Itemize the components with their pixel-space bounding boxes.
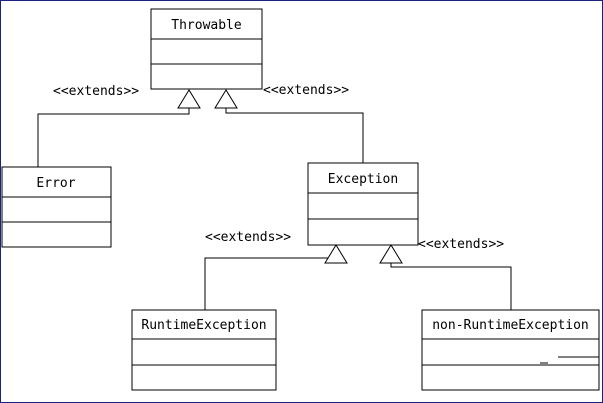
class-box	[421, 309, 600, 391]
inheritance-arrow-icon	[177, 89, 201, 109]
connector-error-throwable	[37, 108, 190, 167]
class-name: Throwable	[171, 18, 242, 33]
inheritance-arrow-icon	[214, 89, 238, 109]
connectors	[37, 108, 512, 310]
class-name: non-RuntimeException	[432, 318, 589, 333]
inheritance-arrow-icon	[324, 244, 348, 264]
class-box	[1, 166, 112, 248]
relation-label-error: <<extends>>	[53, 84, 139, 99]
class-box	[150, 8, 263, 90]
class-name: Error	[36, 176, 75, 191]
class-non-runtime-exception: non-RuntimeException	[421, 309, 600, 391]
relation-label-nonruntime: <<extends>>	[418, 237, 504, 252]
class-name: RuntimeException	[141, 318, 266, 333]
class-box	[307, 162, 419, 246]
relation-label-runtime: <<extends>>	[205, 230, 291, 245]
class-throwable: Throwable	[150, 8, 263, 90]
class-error: Error	[1, 166, 112, 248]
inheritance-arrow-icon	[379, 244, 403, 264]
inheritance-arrows	[177, 89, 403, 264]
class-exception: Exception	[307, 162, 419, 246]
class-runtime-exception: RuntimeException	[131, 309, 277, 391]
connector-nonruntime-exception	[390, 263, 512, 310]
class-name: Exception	[328, 172, 398, 187]
relation-label-exception: <<extends>>	[263, 83, 349, 98]
connector-exception-throwable	[225, 108, 364, 163]
class-box	[131, 309, 277, 391]
